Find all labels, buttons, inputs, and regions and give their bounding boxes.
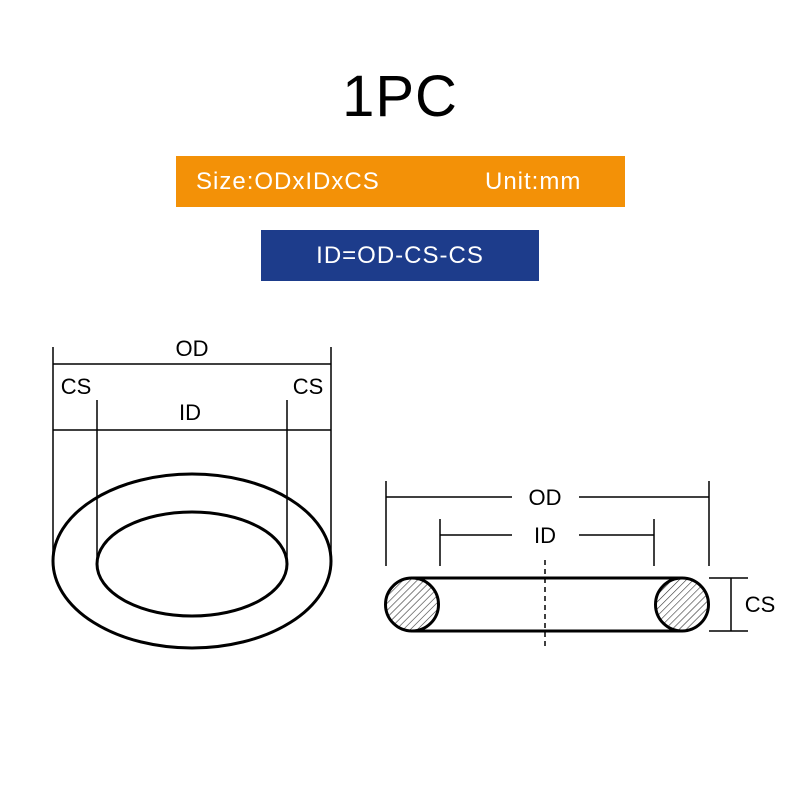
ring-side-view: OD ID CS: [384, 481, 776, 650]
outer-ring-edge: [51, 472, 333, 650]
ring-top-view: OD CS CS ID: [51, 336, 333, 650]
page-title: 1PC: [342, 64, 458, 129]
formula-banner: ID=OD-CS-CS: [261, 230, 539, 281]
formula-text: ID=OD-CS-CS: [316, 242, 484, 269]
cs-right-label: CS: [293, 374, 324, 399]
side-id-label: ID: [534, 523, 556, 548]
side-od-label: OD: [529, 485, 562, 510]
unit-label: Unit:mm: [485, 168, 582, 195]
id-label: ID: [179, 400, 201, 425]
left-cross-section: [384, 576, 440, 633]
right-cross-section: [654, 576, 710, 633]
side-cs-label: CS: [745, 592, 776, 617]
od-label: OD: [176, 336, 209, 361]
inner-ring-edge: [95, 510, 289, 618]
size-banner: Size:ODxIDxCS Unit:mm: [176, 156, 625, 207]
cs-left-label: CS: [61, 374, 92, 399]
size-label: Size:ODxIDxCS: [196, 168, 380, 195]
